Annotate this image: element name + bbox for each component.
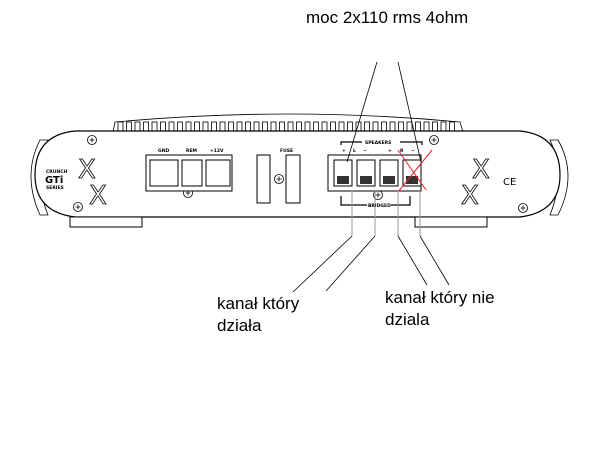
- working-channel-line1: kanał który: [217, 294, 300, 313]
- speaker-wires: [351, 190, 421, 236]
- fin: [381, 121, 387, 132]
- broken-channel-label: kanał który nie dziala: [385, 287, 495, 331]
- svg-text:SPEAKERS: SPEAKERS: [365, 140, 391, 146]
- fin: [321, 121, 328, 132]
- power-terminal-block: GND REM +12V: [145, 148, 233, 192]
- fin: [364, 121, 370, 132]
- fin: [236, 121, 243, 132]
- power-rating-label: moc 2x110 rms 4ohm: [306, 8, 469, 27]
- fuse-holder: FUSE: [256, 148, 301, 204]
- fin: [415, 121, 421, 132]
- fin: [245, 121, 251, 132]
- fin: [406, 121, 413, 132]
- svg-text:FUSE: FUSE: [280, 148, 293, 154]
- fin: [347, 121, 353, 132]
- fin: [134, 121, 141, 132]
- fin: [143, 121, 149, 132]
- svg-text:BRIDGED: BRIDGED: [368, 203, 391, 209]
- fin: [185, 121, 192, 132]
- fin: [253, 121, 260, 132]
- fin: [440, 121, 447, 132]
- fin: [338, 121, 345, 132]
- fin: [389, 121, 396, 132]
- fin: [168, 121, 175, 132]
- fin: [423, 121, 430, 132]
- screw-icon: [274, 174, 284, 184]
- screw-icon: [87, 135, 97, 145]
- svg-text:X: X: [89, 181, 107, 211]
- fin: [194, 121, 200, 132]
- pointer-lines: [292, 61, 450, 293]
- fin: [202, 121, 209, 132]
- svg-text:+: +: [342, 148, 346, 154]
- svg-text:REM: REM: [186, 148, 198, 154]
- fin: [449, 121, 455, 132]
- speaker-terminal: [379, 159, 399, 187]
- fin: [296, 121, 302, 132]
- fin: [432, 121, 438, 132]
- fin: [228, 121, 234, 132]
- svg-text:R: R: [400, 148, 404, 154]
- broken-channel-line1: kanał który nie: [385, 288, 495, 307]
- svg-text:X: X: [472, 155, 490, 185]
- svg-text:L: L: [353, 148, 356, 154]
- svg-text:CRUNCH: CRUNCH: [46, 169, 67, 175]
- fin: [398, 121, 404, 132]
- fin: [304, 121, 311, 132]
- screw-icon: [73, 202, 83, 212]
- fin: [151, 121, 158, 132]
- right-foot: [414, 216, 488, 228]
- screw-icon: [518, 203, 528, 213]
- fin: [372, 121, 379, 132]
- svg-text:+12V: +12V: [210, 148, 224, 154]
- broken-channel-cross: [397, 149, 433, 193]
- broken-channel-line2: dziala: [385, 310, 430, 329]
- svg-text:GND: GND: [158, 148, 169, 154]
- crunch-gti-logo: CRUNCH GTi SERIES: [45, 169, 67, 191]
- x-marks: XX XX: [78, 155, 491, 212]
- fin: [279, 121, 285, 132]
- svg-text:−: −: [363, 149, 367, 154]
- speaker-terminal: [333, 159, 353, 187]
- svg-text:GTi: GTi: [45, 175, 63, 186]
- fin: [313, 121, 319, 132]
- fin: [270, 121, 277, 132]
- fin: [287, 121, 294, 132]
- screw-icon: [429, 135, 439, 145]
- fin: [126, 121, 132, 132]
- left-foot: [69, 216, 143, 228]
- svg-text:+: +: [388, 148, 392, 154]
- screw-icon: [373, 190, 383, 200]
- svg-text:X: X: [461, 181, 479, 211]
- fin: [330, 121, 336, 132]
- fin: [160, 121, 166, 132]
- svg-text:−: −: [411, 149, 415, 154]
- fin: [211, 121, 217, 132]
- working-channel-label: kanał który działa: [217, 293, 299, 337]
- speaker-terminal: [356, 159, 376, 187]
- svg-text:SERIES: SERIES: [46, 185, 64, 191]
- svg-text:X: X: [78, 155, 96, 185]
- working-channel-line2: działa: [217, 316, 262, 335]
- fin: [117, 121, 124, 132]
- fin: [177, 121, 183, 132]
- ce-mark: CE: [503, 177, 516, 188]
- fin: [262, 121, 268, 132]
- fin: [219, 121, 226, 132]
